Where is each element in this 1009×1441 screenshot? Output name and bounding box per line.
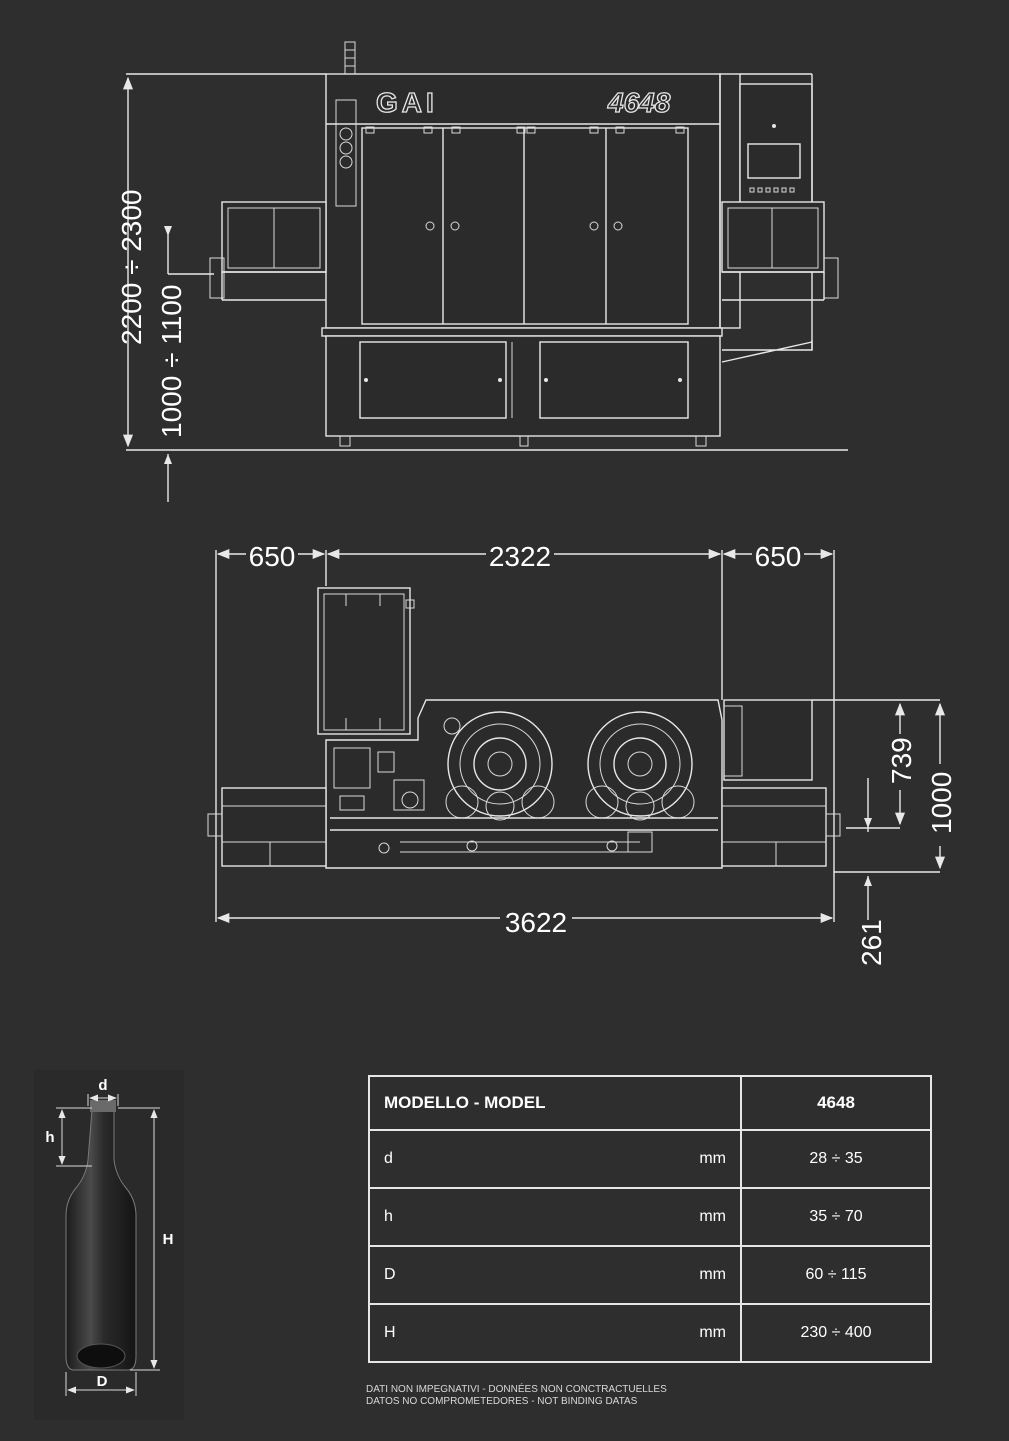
spec-row-H: H mm 230 ÷ 400 [368, 1303, 932, 1363]
bottle-label-H: H [163, 1231, 174, 1248]
spec-unit: mm [525, 1303, 743, 1363]
dim-offset: 261 [856, 919, 887, 966]
spec-param: d [368, 1129, 526, 1189]
dim-right: 650 [755, 541, 802, 572]
spec-header-value: 4648 [740, 1075, 932, 1131]
capping-turret-right [585, 711, 695, 821]
spec-unit: mm [525, 1245, 743, 1305]
bottle-label-h: h [45, 1129, 54, 1146]
spec-value: 28 ÷ 35 [740, 1129, 932, 1189]
front-view: GAI 4648 [116, 41, 848, 502]
bottle-label-D: D [97, 1373, 108, 1390]
spec-header-label: MODELLO - MODEL [368, 1075, 742, 1131]
panel-buttons [749, 187, 795, 193]
brand-logo: GAI [376, 87, 438, 118]
bottle-label-d: d [98, 1077, 107, 1094]
machine-frame-top [325, 699, 723, 869]
bottle-silhouette [65, 1109, 137, 1371]
spec-value: 60 ÷ 115 [740, 1245, 932, 1305]
disclaimer-line-2: DATOS NO COMPROMETEDORES - NOT BINDING D… [366, 1396, 638, 1407]
top-view: 650 2322 650 3622 [207, 541, 957, 966]
spec-row-h: h mm 35 ÷ 70 [368, 1187, 932, 1247]
control-strip [335, 99, 357, 207]
electrical-cabinet [317, 587, 411, 735]
capping-turret-left [443, 711, 555, 821]
spec-value: 35 ÷ 70 [740, 1187, 932, 1247]
dim-depth-2: 1000 [926, 772, 957, 834]
spec-value: 230 ÷ 400 [740, 1303, 932, 1363]
disclaimer: DATI NON IMPEGNATIVI - DONNÉES NON CONCT… [366, 1384, 667, 1408]
spec-param: h [368, 1187, 526, 1247]
outfeed-conveyor [721, 201, 825, 273]
outfeed-conveyor-top [721, 787, 827, 867]
machine-base [325, 335, 721, 437]
infeed-conveyor-top [221, 787, 327, 867]
spec-unit: mm [525, 1129, 743, 1189]
dim-left: 650 [249, 541, 296, 572]
dim-total-height: 2200 ÷ 2300 [116, 189, 147, 345]
disclaimer-line-1: DATI NON IMPEGNATIVI - DONNÉES NON CONCT… [366, 1384, 667, 1395]
dim-depth-1: 739 [886, 737, 917, 784]
spec-param: H [368, 1303, 526, 1363]
spec-param: D [368, 1245, 526, 1305]
spec-unit: mm [525, 1187, 743, 1247]
operator-panel-top [723, 699, 813, 781]
model-badge: 4648 [607, 87, 671, 118]
bottle-diagram: d h H D [34, 1070, 184, 1420]
machine-upper-body [325, 73, 721, 329]
touch-screen [747, 143, 801, 179]
dim-conveyor-height: 1000 ÷ 1100 [156, 285, 187, 438]
spec-row-D: D mm 60 ÷ 115 [368, 1245, 932, 1305]
dim-total-width: 3622 [505, 907, 567, 938]
spec-table: MODELLO - MODEL 4648 d mm 28 ÷ 35 h mm 3… [368, 1075, 932, 1363]
dim-center: 2322 [489, 541, 551, 572]
spec-row-d: d mm 28 ÷ 35 [368, 1129, 932, 1189]
spec-header-row: MODELLO - MODEL 4648 [368, 1075, 932, 1131]
